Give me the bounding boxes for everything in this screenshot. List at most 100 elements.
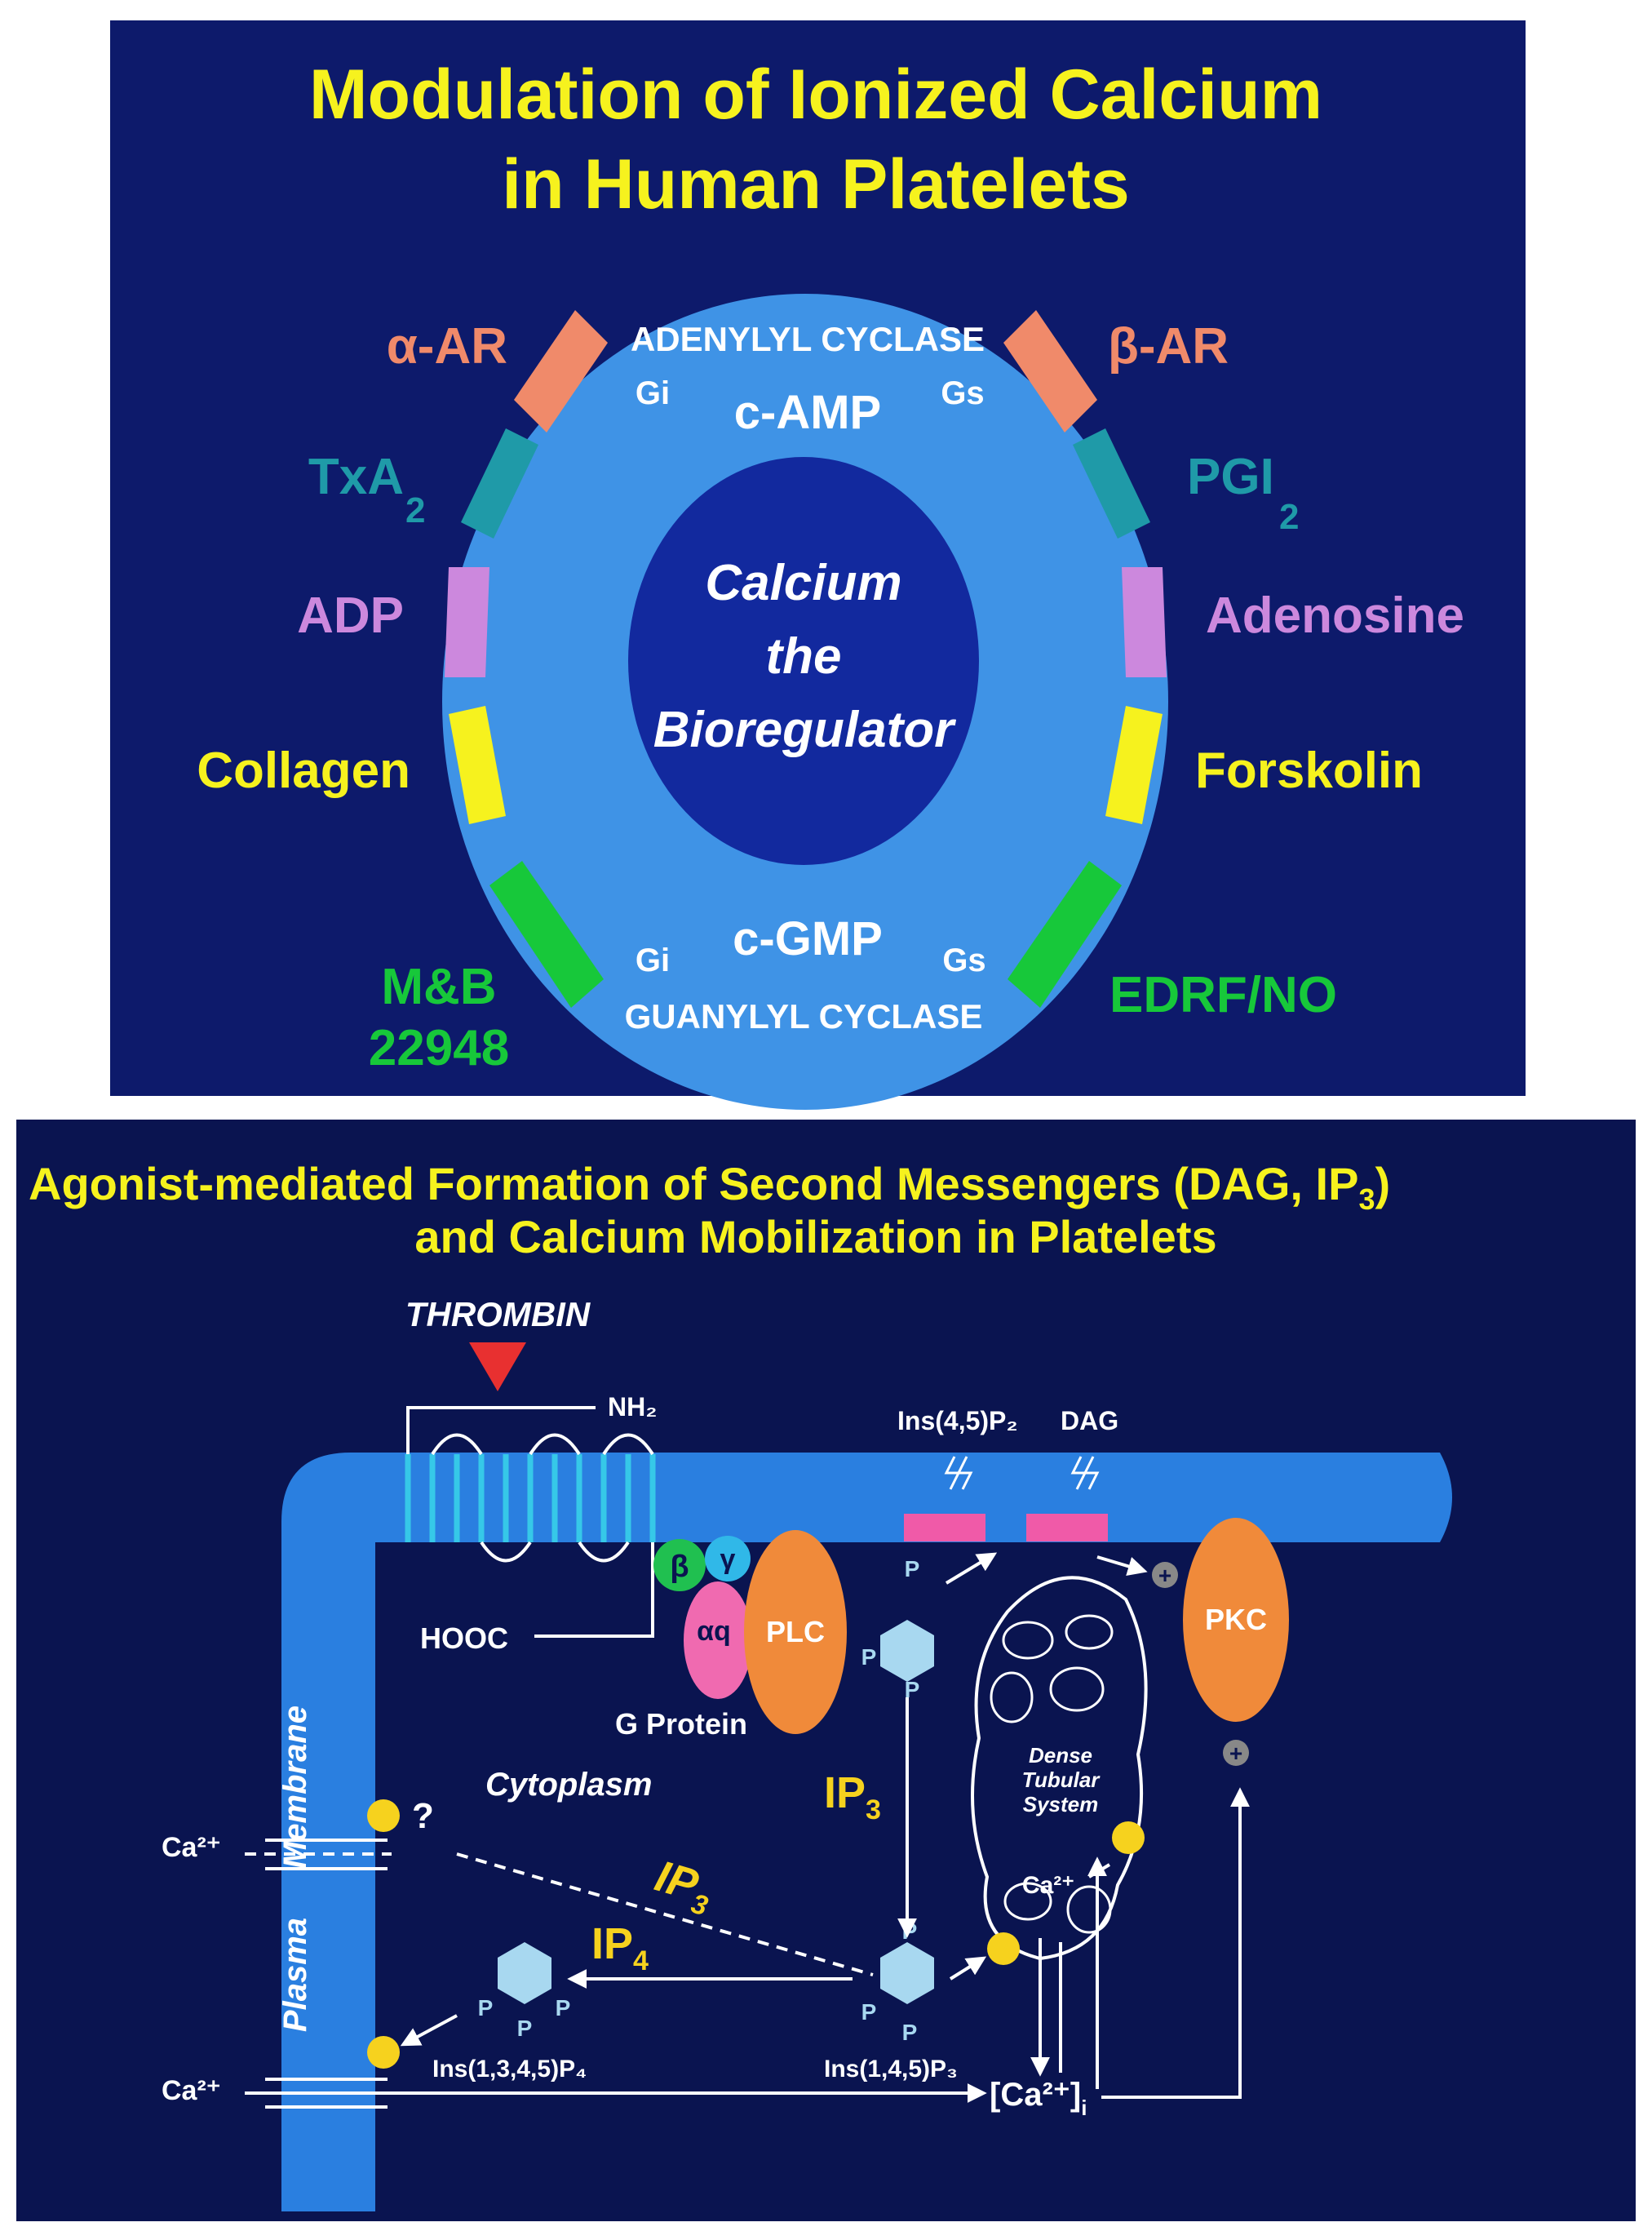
lightning-marks [944,1456,1100,1490]
bottom-gi-label: Gi [636,943,670,978]
segment-mb-22948 [489,861,604,1008]
cell-membrane [281,1453,1440,2211]
ip3-dashed-path [456,1852,874,1976]
top-gi-label: Gi [636,375,670,411]
beta-label: β [670,1550,689,1584]
svg-text:P: P [478,1995,494,2020]
txa-subscript: 2 [405,490,425,530]
camp-label: c-AMP [734,386,881,439]
calcium-entry-upper: Ca²⁺ [162,1832,221,1863]
core-line3: Bioregulator [653,702,956,758]
core-line2: the [766,628,842,685]
adenosine-label: Adenosine [1206,588,1464,644]
hooc-label: HOOC [420,1621,508,1655]
dts-line1: Dense [1029,1743,1092,1768]
plc-label: PLC [766,1615,825,1648]
ins145p3-label: Ins(1,4,5)P₃ [824,2056,958,2083]
svg-text:+: + [1229,1741,1242,1766]
question-mark-label: ? [412,1796,434,1836]
edrf-no-label: EDRF/NO [1109,967,1337,1023]
slide2-title-line2: and Calcium Mobilization in Platelets [414,1211,1216,1262]
ins1345p4-label: Ins(1,3,4,5)P₄ [432,2056,587,2083]
segment-txa2 [461,428,538,539]
pgi-subscript: 2 [1279,497,1299,537]
segment-beta-ar [1003,310,1097,432]
plc-enzyme [744,1530,847,1734]
mb-label-line2: 22948 [369,1020,509,1076]
adp-label: ADP [297,588,404,644]
svg-text:P: P [905,1677,920,1702]
slide1-title-line2: in Human Platelets [502,145,1129,224]
svg-text:P: P [902,2020,918,2045]
dag-box [1026,1514,1108,1541]
receptor-loops [406,1406,654,1638]
g-protein-label: G Protein [615,1707,747,1741]
thrombin-label: THROMBIN [405,1295,591,1333]
mb-label-line1: M&B [381,959,496,1015]
segment-edrf-no [1008,861,1122,1008]
beta-ar-label: β-AR [1108,318,1229,375]
ip3-vertical-label: IP3 [824,1768,881,1825]
guanylyl-cyclase-label: GUANYLYL CYCLASE [625,997,983,1036]
segment-adenosine [1122,567,1167,677]
pkc-label: PKC [1205,1603,1267,1636]
dts-internal-loops [990,1614,1114,1934]
dts-calcium-label: Ca²⁺ [1022,1872,1074,1899]
alpha-q-subunit [684,1581,752,1699]
membrane-end-cap [1440,1453,1452,1542]
ins45p2-label: Ins(4,5)P₂ [897,1406,1018,1435]
beta-subunit [653,1539,706,1591]
cgmp-label: c-GMP [733,912,883,965]
svg-text:P: P [556,1995,571,2020]
svg-text:P: P [905,1556,920,1581]
slide-calcium-modulation: Modulation of Ionized Calcium in Human P… [110,20,1526,1110]
slide1-title-line1: Modulation of Ionized Calcium [309,55,1322,134]
thrombin-arrow-icon [469,1342,526,1391]
svg-text:P: P [861,1999,877,2025]
alpha-q-label: αq [697,1616,731,1647]
hexagon-ins145p3 [880,1942,934,2004]
hexagon-ins1345p4 [498,1942,551,2004]
collagen-label: Collagen [197,743,410,799]
plasma-label: Plasma [277,1918,313,2032]
calcium-core [628,457,979,865]
intracellular-calcium-label: [Ca²⁺]i [990,2077,1087,2120]
plus-ca-icon [1223,1740,1249,1766]
calcium-dot-dts-upper [1112,1821,1145,1854]
pgi-label: PGI [1187,449,1274,505]
segment-pgi2 [1073,428,1150,539]
svg-text:P: P [902,1918,918,1944]
cytoplasm-label: Cytoplasm [485,1767,653,1803]
gamma-label: γ [720,1544,736,1575]
alpha-ar-label: α-AR [387,318,507,375]
membrane-label: Membrane [277,1706,313,1869]
slide2-title-line1: Agonist-mediated Formation of Second Mes… [29,1158,1390,1216]
pkc-enzyme [1183,1518,1289,1722]
calcium-dot-upper [367,1799,400,1832]
core-line1: Calcium [705,555,901,611]
svg-text:P: P [517,2016,533,2041]
calcium-dot-dts-lower [987,1932,1020,1965]
forskolin-label: Forskolin [1195,743,1423,799]
dts-line3: System [1023,1792,1099,1816]
adenylyl-cyclase-label: ADENYLYL CYCLASE [631,320,985,358]
top-gs-label: Gs [941,375,984,411]
calcium-dot-lower [367,2036,400,2069]
segment-alpha-ar [514,310,608,432]
nh2-label: NH₂ [608,1392,657,1422]
ins45p2-box [904,1514,985,1541]
dag-label: DAG [1061,1406,1118,1435]
dts-line2: Tubular [1022,1768,1101,1792]
hexagon-ins45p2 [880,1620,934,1682]
segment-forskolin [1105,706,1163,824]
gamma-subunit [705,1536,751,1581]
plus-dag-icon [1152,1562,1178,1588]
thrombin-receptor [405,1454,656,1542]
pathway-arrows [245,1552,1250,2103]
channel-lines [265,1839,388,2109]
slide-second-messengers: Agonist-mediated Formation of Second Mes… [16,1120,1636,2221]
calcium-entry-lower: Ca²⁺ [162,2075,221,2106]
ip4-label: IP4 [591,1919,649,1976]
bottom-gs-label: Gs [942,943,985,978]
txa-label: TxA [308,449,404,505]
